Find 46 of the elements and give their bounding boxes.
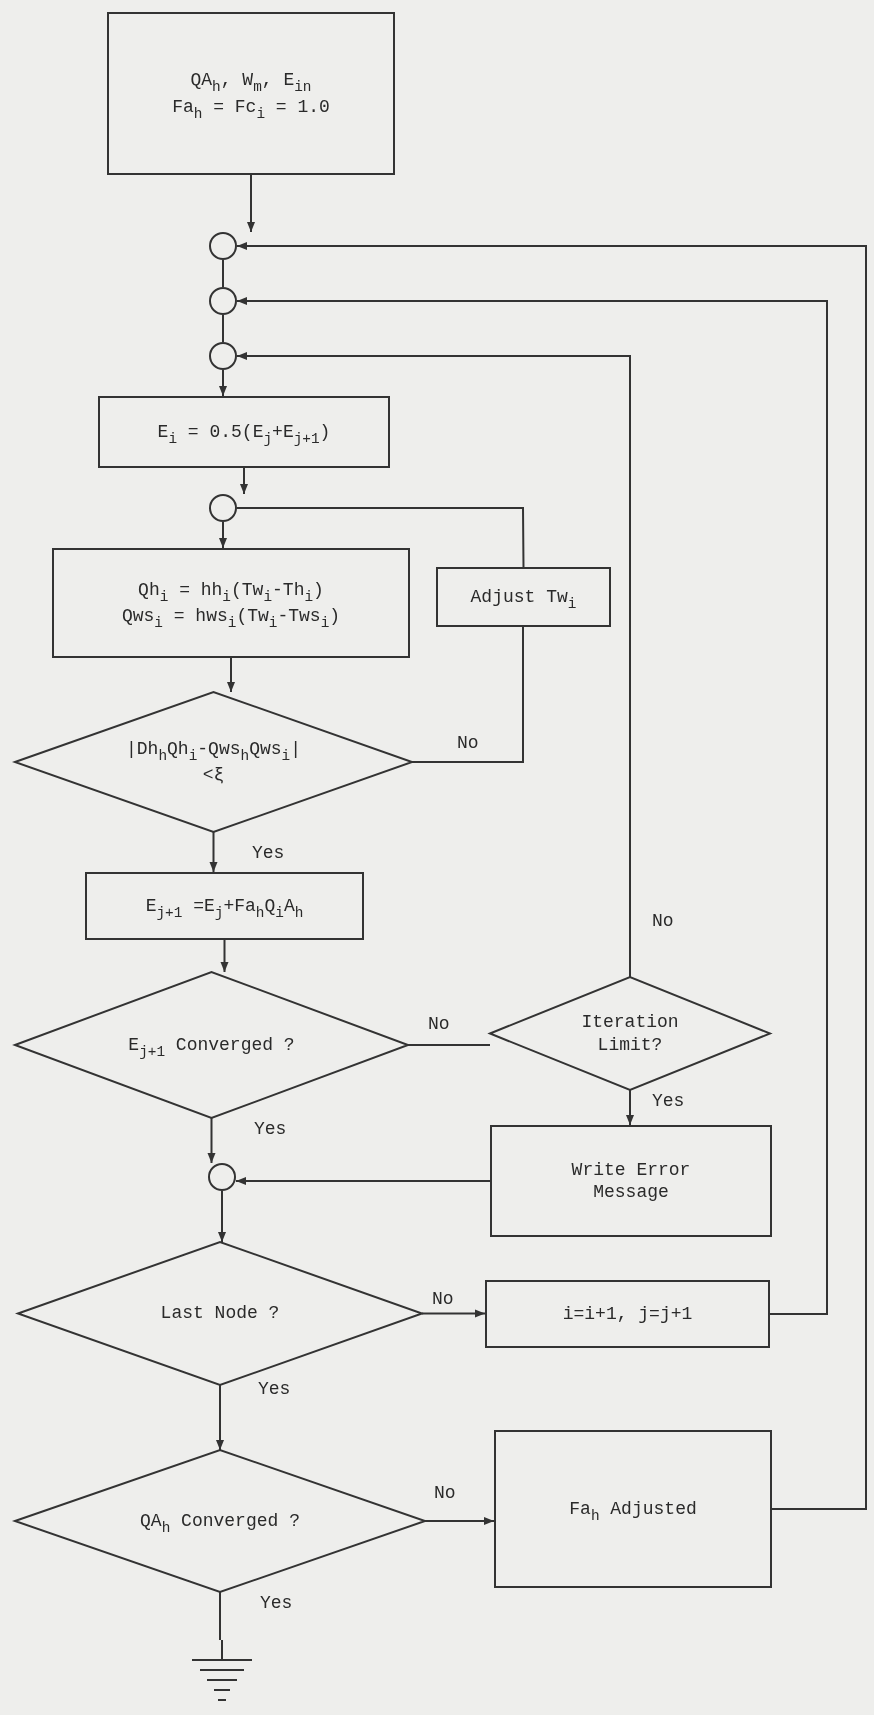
process-box (98, 396, 390, 468)
connector-circle (209, 494, 237, 522)
flow-arrow (236, 297, 828, 1315)
flowchart-text: Fa$_{h}$ Adjusted (569, 1497, 697, 1521)
flow-arrow (209, 831, 218, 873)
flowchart-text: QA$_{h}$ Converged ? (140, 1509, 300, 1533)
flow-arrow (240, 467, 248, 495)
flowchart-text: Fa$_{h}$ = Fc$_{i}$ = 1.0 (172, 95, 330, 118)
connector-circle (209, 342, 237, 370)
flowchart-text: E$_{j+1}$ Converged ? (128, 1033, 295, 1057)
process-box (85, 872, 364, 940)
flowchart-text: Qh$_{i}$ = hh$_{i}$(Tw$_{i}$-Th$_{i}$) (138, 578, 324, 601)
flowchart-text: i=i+1, j=j+1 (562, 1302, 693, 1326)
flow-arrow (218, 1190, 226, 1243)
flowchart-text: QA$_{h}$, W$_{m}$, E$_{in}$ (190, 69, 312, 92)
flowchart-text: E$_{i}$ = 0.5(E$_{j}$+E$_{j+1}$) (157, 420, 331, 444)
flow-arrow (235, 1177, 491, 1185)
flow-arrow (227, 657, 235, 693)
process-box (490, 1125, 772, 1237)
flow-arrow (421, 1309, 486, 1318)
flow-arrow (219, 521, 227, 549)
process-box (494, 1430, 772, 1588)
connector-circle (209, 287, 237, 315)
process-box (52, 548, 410, 658)
flowchart-text: Iteration Limit? (580, 1011, 680, 1056)
process-box (436, 567, 611, 627)
flow-arrow (207, 1117, 216, 1164)
flowchart-text: Last Node ? (160, 1302, 280, 1325)
flowchart-text: |Dh$_{h}$Qh$_{i}$-Qws$_{h}$Qws$_{i}$| (126, 737, 301, 760)
connector-circle (208, 1163, 236, 1191)
connector-circle (209, 232, 237, 260)
process-box (485, 1280, 770, 1348)
flowchart-text: Adjust Tw$_{i}$ (470, 585, 577, 609)
flowchart-text: <ξ (202, 764, 225, 787)
process-box (107, 12, 395, 175)
flow-arrow (247, 174, 255, 233)
flowchart-text: Write Error Message (570, 1158, 692, 1204)
flowchart-text: Qws$_{i}$ = hws$_{i}$(Tw$_{i}$-Tws$_{i}$) (121, 605, 341, 628)
flowchart-text: E$_{j+1}$ =E$_{j}$+Fa$_{h}$Q$_{i}$A$_{h}$ (145, 894, 304, 918)
flow-arrow (236, 352, 631, 978)
flow-arrow (216, 1384, 224, 1451)
flow-arrow (236, 242, 867, 1510)
flow-arrow (626, 1089, 634, 1126)
flow-arrow (424, 1517, 495, 1525)
flow-arrow (219, 369, 227, 397)
flow-arrow (220, 939, 229, 973)
